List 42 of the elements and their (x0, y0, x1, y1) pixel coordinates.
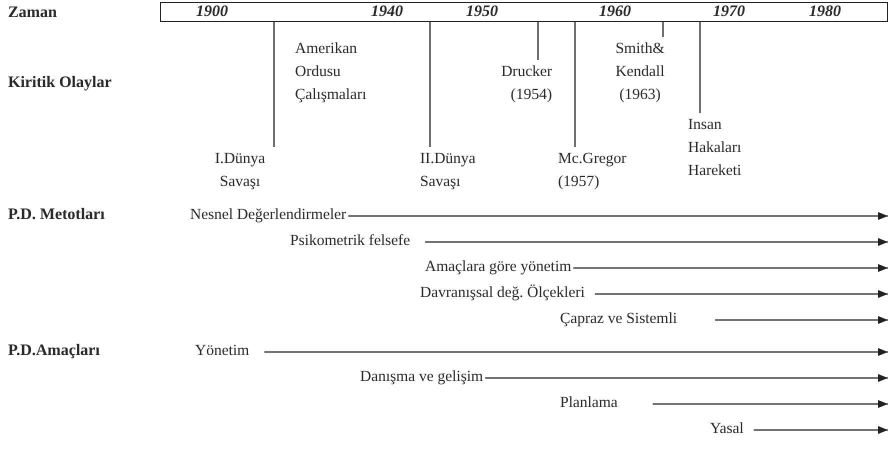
timeline-arrow (485, 374, 888, 382)
timeline-item: Çapraz ve Sistemli (560, 310, 678, 328)
event-label: I.Dünya Savaşı (200, 147, 280, 193)
row-heading: P.D. Metotları (8, 206, 105, 224)
timeline-item: Psikometrik felsefe (290, 232, 410, 250)
event-label: Smith& Kendall (1963) (600, 37, 680, 106)
timeline-arrow (715, 316, 888, 324)
year-label: 1950 (466, 3, 498, 21)
tick-line (699, 22, 701, 113)
tick-line (429, 22, 431, 147)
timeline-arrow (652, 400, 888, 408)
timeline-item: Yönetim (195, 342, 250, 360)
timeline-item: Davranışsal değ. Ölçekleri (420, 284, 585, 302)
timeline-item: Danışma ve gelişim (360, 368, 484, 386)
timeline-item: Planlama (560, 394, 618, 412)
timeline-arrow (594, 290, 888, 298)
row-heading: Zaman (8, 4, 57, 22)
year-label: 1900 (196, 3, 228, 21)
event-label: Mc.Gregor (1957) (558, 147, 646, 193)
year-label: 1960 (599, 3, 631, 21)
timeline-item: Amaçlara göre yönetim (425, 258, 572, 276)
timeline-arrow (573, 264, 888, 272)
row-heading: Kiritik Olaylar (8, 74, 112, 92)
event-label: Amerikan Ordusu Çalışmaları (295, 37, 405, 106)
tick-line (662, 22, 664, 37)
event-label: Insan Hakaları Hareketi (688, 113, 768, 182)
event-label: II.Dünya Savaşı (420, 147, 500, 193)
timeline-arrow (754, 426, 888, 434)
year-label: 1970 (713, 3, 745, 21)
timeline-item: Yasal (710, 420, 744, 438)
tick-line (537, 22, 539, 60)
timeline-arrow (425, 238, 888, 246)
tick-line (273, 22, 275, 147)
year-label: 1980 (809, 3, 841, 21)
year-label: 1940 (371, 3, 403, 21)
timeline-item: Nesnel Değerlendirmeler (190, 206, 346, 224)
timeline-arrow (264, 348, 888, 356)
timeline-arrow (348, 212, 888, 220)
timeline-bar (160, 2, 888, 22)
row-heading: P.D.Amaçları (8, 342, 100, 360)
tick-line (574, 22, 576, 147)
event-label: Drucker (1954) (468, 60, 552, 106)
